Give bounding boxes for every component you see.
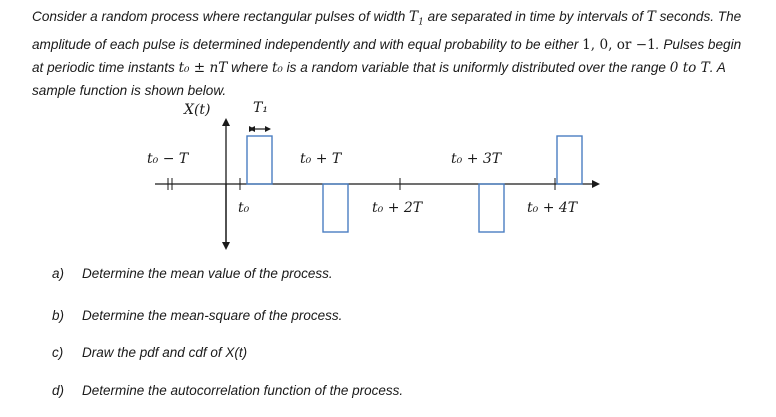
tick-label-t0-plus-4T: t₀ + 4T — [527, 200, 579, 216]
question-a: a)Determine the mean value of the proces… — [52, 266, 333, 281]
question-c: c)Draw the pdf and cdf of X(t) — [52, 345, 248, 360]
pulse-negative-1 — [322, 183, 349, 233]
amplitude-values: 1, 0, or −1 — [582, 37, 656, 54]
symbol-period: T — [646, 9, 656, 25]
problem-text-2: are separated in time by intervals of — [423, 9, 647, 24]
tick-label-t0-plus-3T: t₀ + 3T — [451, 151, 503, 167]
pulse-positive-2 — [556, 135, 583, 185]
problem-statement: Consider a random process where rectangu… — [32, 6, 752, 101]
question-d: d)Determine the autocorrelation function… — [52, 383, 404, 398]
pulse-negative-2 — [478, 183, 505, 233]
symbol-t0: t₀ — [271, 59, 283, 76]
uniform-range: 0 to T — [669, 59, 710, 76]
problem-text-4: . Pulses begin at periodic time instants — [32, 37, 742, 75]
time-instants: t₀ ± nT — [178, 59, 228, 76]
tick-label-t0: t₀ — [238, 200, 250, 216]
pulse-positive-1 — [246, 135, 273, 185]
problem-text-5: where — [227, 59, 272, 75]
tick-label-t0-plus-2T: t₀ + 2T — [372, 200, 424, 216]
tick-label-t0-minus-T: t₀ − T — [147, 151, 190, 167]
y-axis-label: X(t) — [183, 102, 211, 118]
tick-label-t0-plus-T: t₀ + T — [300, 151, 343, 167]
problem-text-1: Consider a random process where rectangu… — [32, 9, 410, 24]
problem-text-7: . A sample function is shown below. — [32, 59, 726, 98]
pulse-width-arrow-left-head — [249, 126, 255, 132]
question-b: b)Determine the mean-square of the proce… — [52, 308, 343, 323]
pulse-width-label: T₁ — [253, 100, 268, 116]
symbol-pulse-width: T1 — [409, 9, 424, 28]
problem-text-3: seconds. The amplitude of each pulse is … — [32, 9, 742, 53]
problem-text-6: is a random variable that is uniformly d… — [282, 59, 670, 75]
